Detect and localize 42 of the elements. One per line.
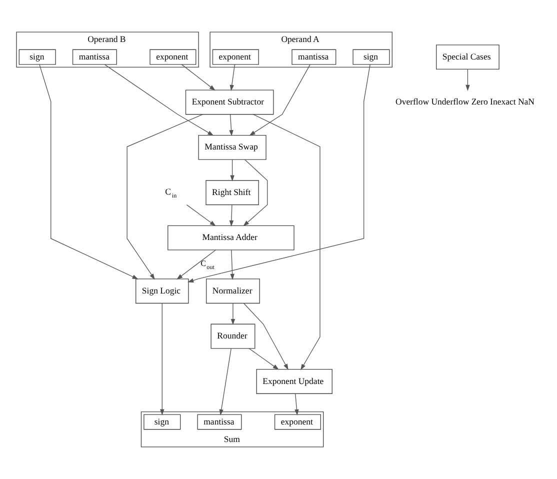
node-box: Rounder bbox=[210, 324, 256, 349]
node-box: Mantissa Adder bbox=[168, 225, 294, 250]
node-box: Special Cases bbox=[436, 44, 500, 70]
node-box: Right Shift bbox=[206, 180, 259, 206]
node-text: Overflow Underflow Zero Inexact NaN bbox=[396, 96, 535, 107]
arrow bbox=[219, 348, 232, 416]
arrow bbox=[230, 159, 234, 182]
arrow bbox=[104, 64, 214, 136]
node-box: sign bbox=[18, 49, 56, 65]
arrow bbox=[248, 348, 279, 370]
arrow bbox=[243, 159, 268, 226]
node-box: mantissa bbox=[197, 414, 242, 430]
arrow bbox=[466, 68, 470, 91]
node-box: Exponent Subtractor bbox=[185, 90, 274, 115]
node-box: Exponent Update bbox=[256, 369, 332, 394]
arrow bbox=[230, 250, 234, 280]
arrow bbox=[229, 204, 234, 227]
arrow bbox=[229, 114, 234, 136]
arrow bbox=[176, 250, 216, 280]
arrow bbox=[181, 64, 216, 91]
node-box: exponent bbox=[274, 414, 321, 430]
node-box: Normalizer bbox=[206, 278, 260, 304]
arrow bbox=[294, 393, 299, 416]
node-box: mantissa bbox=[72, 49, 117, 65]
arrow bbox=[188, 64, 370, 282]
arrow bbox=[243, 302, 288, 370]
arrow bbox=[39, 64, 138, 280]
node-box: mantissa bbox=[292, 49, 336, 65]
node-box: exponent bbox=[150, 49, 196, 65]
arrow bbox=[126, 114, 203, 280]
node-box: sign bbox=[352, 49, 390, 65]
node-box: sign bbox=[144, 414, 181, 430]
arrow bbox=[186, 204, 216, 226]
arrow bbox=[230, 302, 236, 326]
node-box: Sign Logic bbox=[136, 278, 189, 304]
arrow bbox=[230, 64, 236, 91]
node-text: C$_{in}$ bbox=[165, 186, 177, 200]
arrow bbox=[253, 114, 320, 370]
arrow bbox=[160, 302, 164, 416]
node-box: Mantissa Swap bbox=[198, 134, 266, 160]
node-box: exponent bbox=[212, 49, 259, 65]
arrow bbox=[249, 64, 310, 136]
